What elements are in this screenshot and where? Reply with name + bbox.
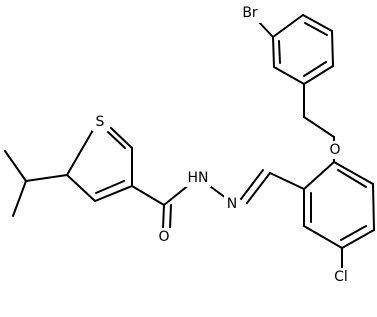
bond	[66, 174, 96, 202]
bond	[163, 183, 191, 206]
chlorine-label: Cl	[334, 269, 348, 285]
label-background	[156, 228, 172, 246]
bond	[331, 30, 334, 67]
bond	[372, 183, 375, 231]
bond	[131, 185, 165, 206]
bond	[107, 131, 126, 149]
bond	[337, 169, 367, 188]
atom-labels: Br O S HN N O Cl	[92, 3, 354, 286]
bond	[66, 129, 94, 176]
bond	[4, 150, 27, 182]
bond	[302, 14, 333, 32]
bond	[169, 204, 172, 230]
bond	[246, 172, 271, 204]
bond	[278, 40, 281, 64]
label-background	[224, 195, 240, 213]
bromine-label: Br	[242, 5, 258, 21]
label-background	[327, 141, 343, 159]
carbonyl-oxygen-label: O	[158, 229, 169, 245]
bond	[303, 161, 335, 190]
isopropyl-group	[4, 150, 68, 217]
bond	[12, 180, 27, 217]
thiophene-ring	[66, 127, 133, 202]
bond	[303, 65, 334, 85]
bond	[303, 225, 343, 249]
bond	[341, 229, 375, 249]
bond	[162, 204, 165, 230]
label-background	[328, 268, 354, 286]
bromophenyl-ring	[256, 14, 334, 85]
bond	[273, 66, 305, 85]
bond	[333, 161, 374, 185]
hydrazone-amide-chain	[131, 169, 305, 230]
bond	[25, 174, 68, 182]
bond	[303, 61, 327, 77]
label-background	[185, 169, 211, 187]
bond	[272, 14, 304, 38]
bond	[303, 116, 335, 138]
bond	[272, 36, 275, 68]
imine-nitrogen-label: N	[227, 196, 237, 212]
bond	[304, 22, 328, 36]
hydrazide-nh-label: HN	[188, 170, 209, 186]
label-background	[92, 113, 108, 131]
chlorophenyl-ring	[303, 161, 375, 269]
bond	[94, 185, 133, 202]
ether-oxygen-label: O	[329, 142, 340, 158]
bond	[110, 127, 133, 149]
label-background	[235, 3, 264, 23]
bond	[269, 172, 305, 190]
sulfur-label: S	[96, 114, 105, 130]
bond	[95, 180, 125, 194]
bond	[240, 169, 264, 200]
bond	[340, 225, 367, 241]
